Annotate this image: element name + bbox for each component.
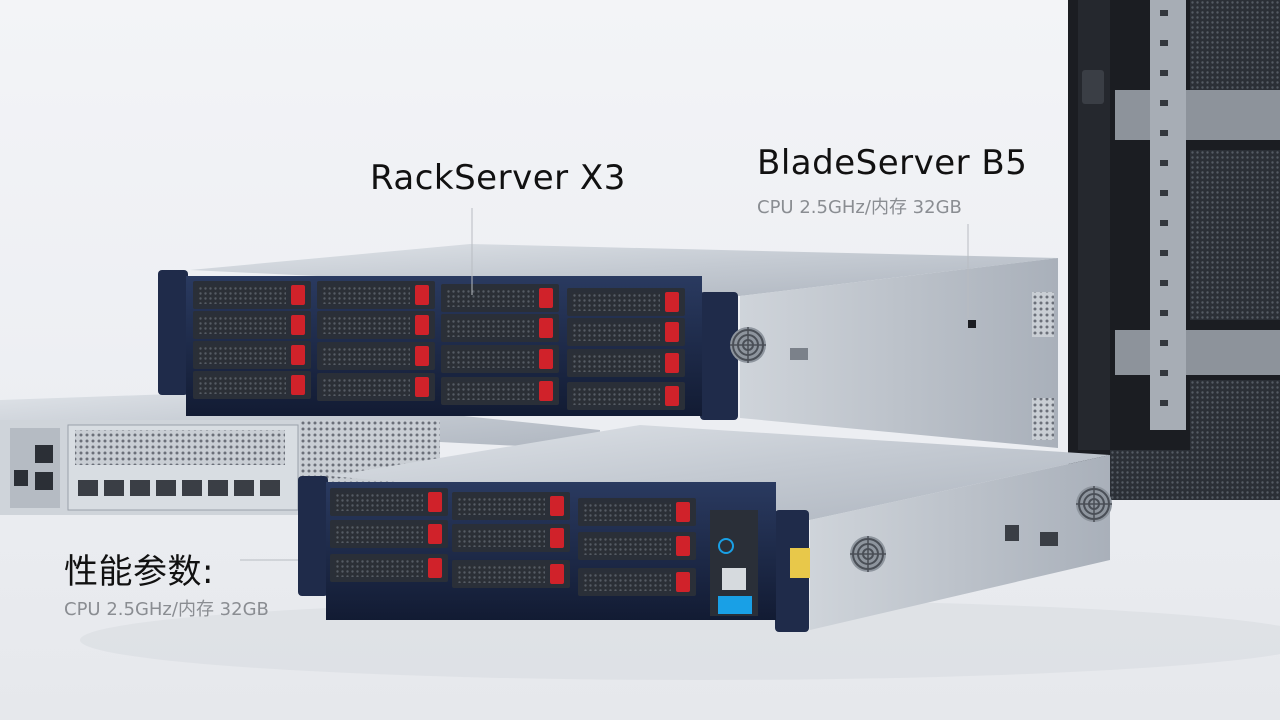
rack-server-x3 [158, 244, 1058, 448]
blade-server-title: BladeServer B5 [757, 143, 1028, 183]
rack-server-title: RackServer X3 [370, 158, 626, 198]
rack-cabinet [1068, 0, 1280, 500]
performance-spec: CPU 2.5GHz/内存 32GB [64, 599, 269, 620]
blade-server-b5 [298, 425, 1113, 632]
performance-title: 性能参数: [64, 552, 214, 592]
blade-server-spec: CPU 2.5GHz/内存 32GB [757, 197, 962, 218]
